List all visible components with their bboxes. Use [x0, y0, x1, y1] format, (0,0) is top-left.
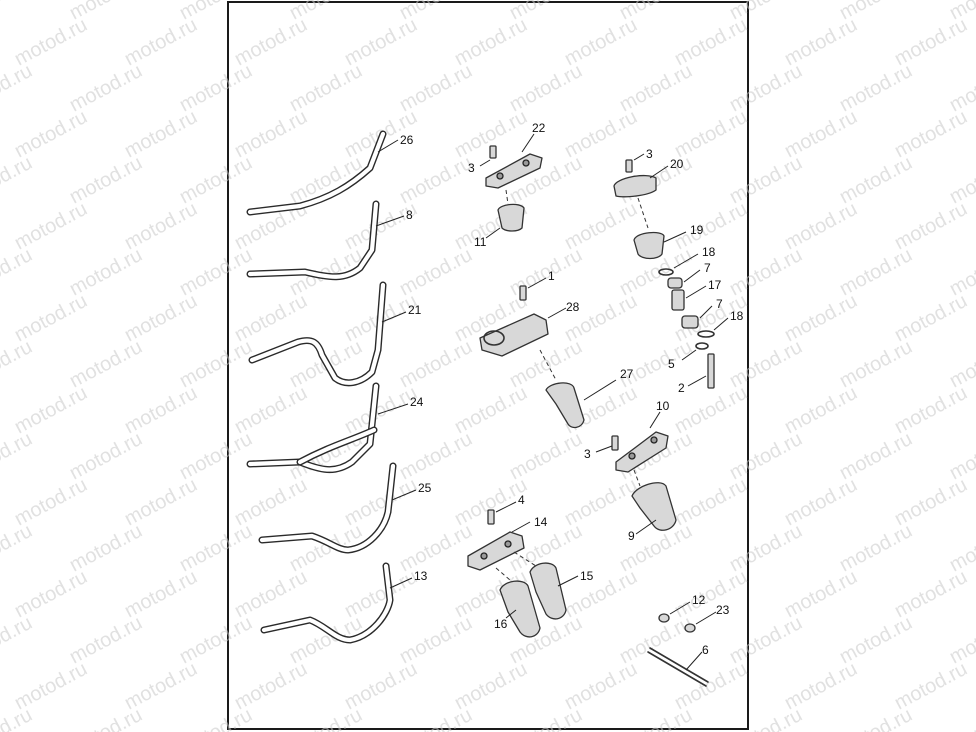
bolt-2 [687, 353, 715, 389]
handlebar-24 [246, 382, 409, 473]
callout-25: 25 [418, 481, 432, 495]
riser-19 [633, 197, 687, 260]
riser-9 [631, 469, 677, 535]
bolt-3-c [595, 435, 619, 453]
watermark-text: motod.ru [0, 244, 36, 300]
callout-15: 15 [580, 569, 594, 583]
clamp-28 [479, 307, 567, 357]
callout-8: 8 [406, 208, 413, 222]
callout-11: 11 [474, 235, 487, 249]
watermark-text: motod.ru [0, 336, 36, 392]
watermark-text: motod.ru [946, 704, 976, 732]
watermark-text: motod.ru [66, 704, 146, 732]
watermark-text: motod.ru [0, 428, 36, 484]
watermark-text: motod.ru [0, 60, 36, 116]
bushing-7-b [681, 305, 713, 329]
watermark-text: motod.ru [616, 704, 696, 732]
callout-14: 14 [534, 515, 548, 529]
callout-1: 1 [548, 269, 555, 283]
callout-7-b: 7 [716, 297, 723, 311]
handlebar-8 [246, 200, 405, 281]
callout-10: 10 [656, 399, 670, 413]
callout-3-a: 3 [468, 161, 475, 175]
washer-5 [681, 342, 709, 361]
callout-27: 27 [620, 367, 634, 381]
washer-18-b [697, 317, 729, 338]
callout-17: 17 [708, 278, 722, 292]
clamp-14 [467, 521, 531, 571]
bolt-1 [519, 277, 547, 301]
watermark-text: motod.ru [176, 704, 256, 732]
diagram-sheet [227, 1, 749, 730]
handlebar-13 [260, 562, 413, 644]
fastener-23 [684, 611, 717, 633]
fastener-12 [658, 601, 691, 623]
watermark-text: motod.ru [726, 704, 806, 732]
watermark-text: motod.ru [0, 0, 36, 24]
callout-19: 19 [690, 223, 704, 237]
watermark-text: motod.ru [836, 704, 916, 732]
callout-23: 23 [716, 603, 730, 617]
riser-27 [539, 349, 617, 429]
watermark-text: motod.ru [506, 704, 586, 732]
callout-5: 5 [668, 357, 675, 371]
handlebar-21 [248, 281, 407, 387]
callout-26: 26 [400, 133, 414, 147]
callout-21: 21 [408, 303, 422, 317]
callout-2: 2 [678, 381, 685, 395]
callout-22: 22 [532, 121, 546, 135]
riser-16 [495, 567, 541, 638]
callout-28: 28 [566, 300, 580, 314]
callout-16: 16 [494, 617, 508, 631]
callout-24: 24 [410, 395, 424, 409]
clamp-10 [615, 411, 669, 473]
callout-9: 9 [628, 529, 635, 543]
bolt-3-a [479, 145, 497, 167]
callout-3-c: 3 [584, 447, 591, 461]
watermark-text: motod.ru [286, 704, 366, 732]
clamp-20 [613, 165, 669, 198]
callout-20: 20 [670, 157, 684, 171]
callout-3-b: 3 [646, 147, 653, 161]
callout-18-b: 18 [730, 309, 744, 323]
cable-tie-6 [647, 647, 709, 687]
watermark-text: motod.ru [0, 152, 36, 208]
handlebar-26 [246, 130, 399, 216]
callout-6: 6 [702, 643, 709, 657]
clamp-22 [485, 133, 543, 189]
spacer-17 [671, 285, 707, 311]
watermark-text: motod.ru [396, 704, 476, 732]
riser-15 [513, 551, 579, 620]
bolt-4 [487, 501, 517, 525]
callout-labels: 26 8 21 24 25 13 22 3 11 3 20 19 18 7 17… [400, 121, 744, 657]
callout-7-a: 7 [704, 261, 711, 275]
bolt-3-b [625, 153, 645, 173]
watermark-text: motod.ru [0, 612, 36, 668]
bushing-7-a [667, 269, 701, 289]
callout-4: 4 [518, 493, 525, 507]
washer-18-a [658, 253, 699, 276]
callout-13: 13 [414, 569, 428, 583]
watermark-text: motod.ru [0, 520, 36, 576]
callout-18-a: 18 [702, 245, 716, 259]
riser-11 [485, 189, 525, 239]
callout-12: 12 [692, 593, 706, 607]
handlebar-25 [258, 462, 417, 554]
